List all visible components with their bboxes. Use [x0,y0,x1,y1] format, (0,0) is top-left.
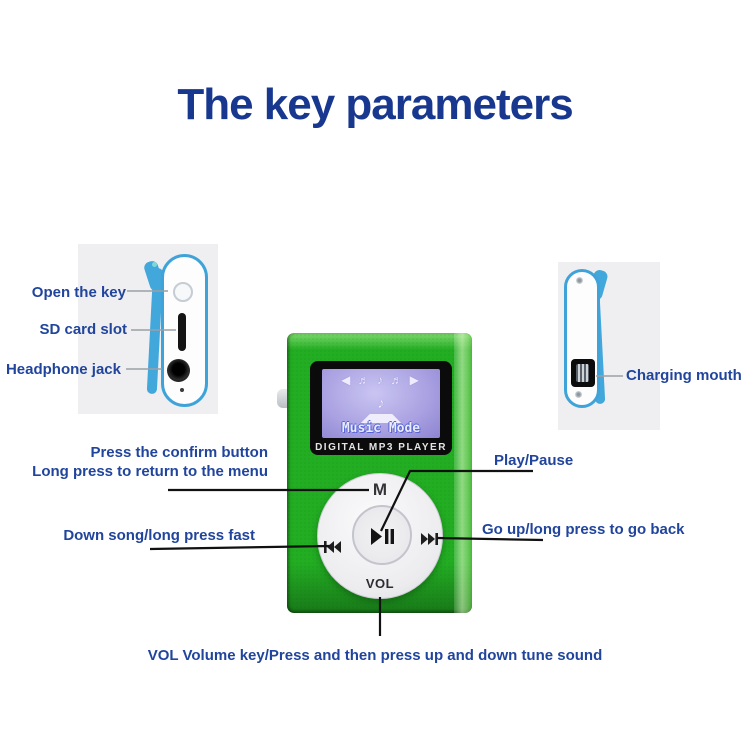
next-track-icon [421,533,438,545]
sd-card-slot [178,313,186,351]
label-go-up: Go up/long press to go back [482,521,685,538]
control-pad: M VOL [317,473,443,599]
prev-track-icon [324,541,341,553]
right-device-side-view [564,269,600,408]
player-edge-highlight [454,333,472,613]
screen-bezel: ◀ ♬ ♪ ♬ ▶ ♪ Music Mode DIGITAL MP3 PLAYE… [310,361,452,455]
label-charging-mouth: Charging mouth [626,367,742,384]
label-sd-card-slot: SD card slot [39,321,127,338]
label-open-the-key: Open the key [31,284,126,301]
clip-highlight [152,262,157,267]
screw-bottom [575,391,582,398]
volume-button: VOL [365,576,395,591]
label-play-pause: Play/Pause [494,452,574,469]
label-down-song: Down song/long press fast [63,527,255,544]
lcd-screen: ◀ ♬ ♪ ♬ ▶ ♪ Music Mode [322,369,440,438]
label-volume-key: VOL Volume key/Press and then press up a… [147,647,603,664]
stage-graphic [360,414,402,423]
music-note-icon: ♪ [377,395,385,412]
lcd-mode-text: Music Mode [341,421,421,436]
page-title: The key parameters [177,80,573,129]
player-side-button [277,389,288,408]
screw-top [576,277,583,284]
lcd-status-icons: ◀ ♬ ♪ ♬ ▶ [341,373,421,387]
usb-connector [576,364,589,382]
label-headphone-jack: Headphone jack [5,361,121,378]
label-confirm-line2: Long press to return to the menu [32,463,268,480]
usb-charging-port [571,359,595,387]
mp3-player-body: ◀ ♬ ♪ ♬ ▶ ♪ Music Mode DIGITAL MP3 PLAYE… [287,333,472,613]
center-ring [352,505,412,565]
headphone-jack [167,359,190,382]
mic-hole [180,388,184,392]
label-confirm-line1: Press the confirm button [90,444,268,461]
open-key-button [173,282,193,302]
menu-button: M [372,480,388,499]
play-pause-icon [371,528,395,545]
brand-text: DIGITAL MP3 PLAYER [315,442,447,453]
